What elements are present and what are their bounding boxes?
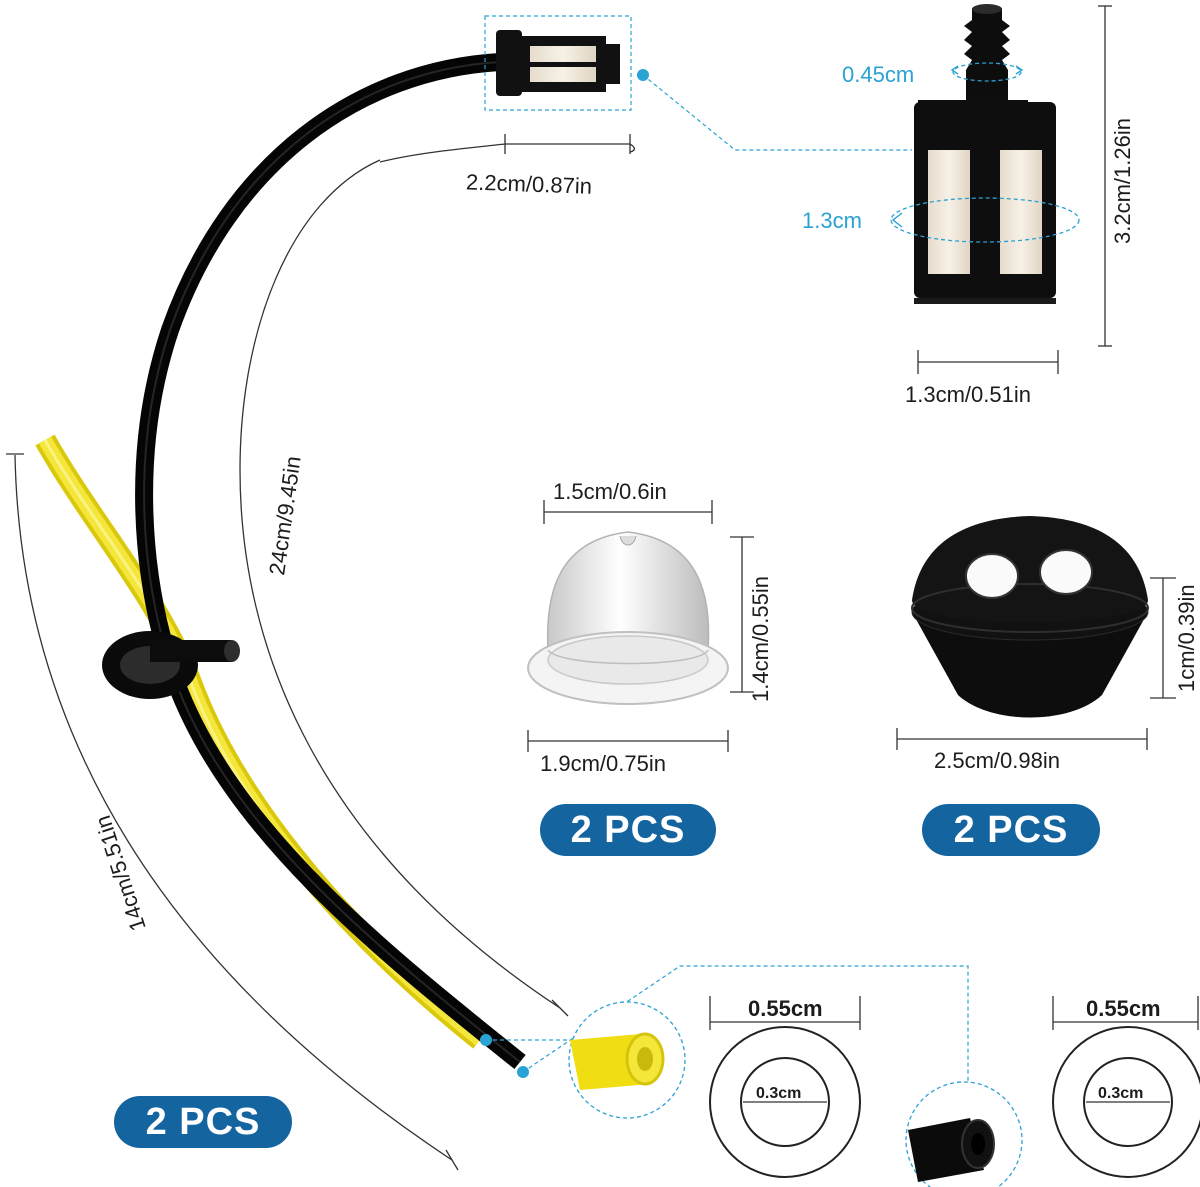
grommet-height-dimension: 1cm/0.39in [1150,577,1199,699]
fuel-filter-detail [914,4,1056,304]
primer-top-width-label: 1.5cm/0.6in [553,479,667,504]
grommet-qty-badge: 2 PCS [922,804,1100,856]
primer-height-dimension: 1.4cm/0.55in [730,536,773,702]
fuel-line-assembly [35,15,632,1070]
grommet-width-dimension: 2.5cm/0.98in [896,728,1148,773]
filter-height-label: 3.2cm/1.26in [1110,118,1135,244]
nozzle-diameter-label: 0.45cm [842,62,914,87]
black-inner-diameter-label: 0.3cm [1098,1085,1143,1102]
yellow-inner-diameter-label: 0.3cm [756,1085,801,1102]
primer-bulb-qty-text: 2 PCS [570,808,686,851]
yellow-line-dimension: 14cm/5.51in [6,453,459,1171]
black-outer-diameter-label: 0.55cm [1086,996,1161,1021]
primer-bulb-qty-badge: 2 PCS [540,804,716,856]
yellow-outer-diameter-label: 0.55cm [748,996,823,1021]
black-line-dimension: 24cm/9.45in [239,159,569,1017]
yellow-tube-cross-section: 0.55cm 0.3cm [709,996,861,1178]
primer-base-width-dimension: 1.9cm/0.75in [527,730,729,776]
fuel-grommet [911,516,1149,718]
fuel-line-qty-text: 2 PCS [145,1100,261,1143]
black-tube-cross-section: 0.55cm 0.3cm [1052,996,1200,1178]
grommet-qty-text: 2 PCS [953,808,1069,851]
filter-width-dimension: 1.3cm/0.51in [905,350,1059,407]
primer-height-label: 1.4cm/0.55in [748,576,773,702]
black-line-length-label: 24cm/9.45in [264,455,305,577]
filter-callout-line [637,69,912,151]
primer-bulb [527,531,729,705]
nozzle-diameter-dimension: 0.45cm [842,62,1024,87]
black-fuel-line [135,53,526,1070]
primer-top-width-dimension: 1.5cm/0.6in [543,479,713,524]
yellow-line-length-label: 14cm/5.51in [90,812,151,934]
body-diameter-label: 1.3cm [802,208,862,233]
inline-fuel-filter [484,15,632,111]
filter-length-label: 2.2cm/0.87in [466,169,593,198]
primer-base-width-label: 1.9cm/0.75in [540,751,666,776]
filter-width-label: 1.3cm/0.51in [905,382,1031,407]
fuel-line-qty-badge: 2 PCS [114,1096,292,1148]
body-diameter-dimension: 1.3cm [802,197,1080,243]
yellow-tube-end [568,1001,686,1119]
black-tube-end [905,1081,1023,1187]
grommet-height-label: 1cm/0.39in [1174,584,1199,692]
filter-height-dimension: 3.2cm/1.26in [1098,5,1135,347]
filter-length-dimension: 2.2cm/0.87in [379,134,636,199]
grommet-width-label: 2.5cm/0.98in [934,748,1060,773]
tube-grommet [102,631,240,699]
